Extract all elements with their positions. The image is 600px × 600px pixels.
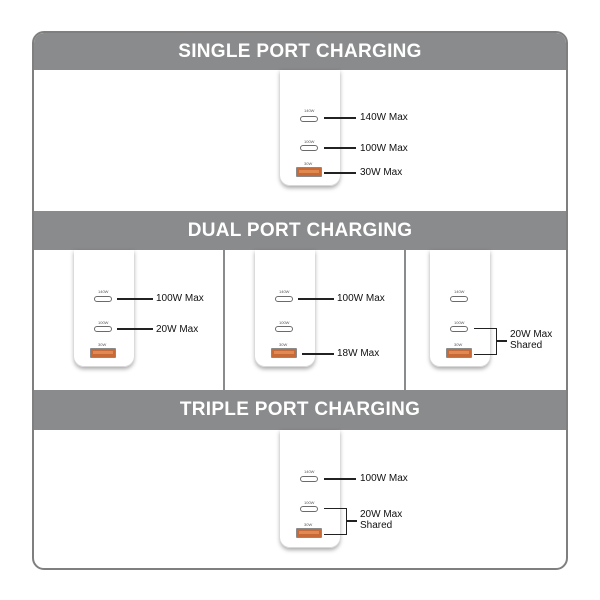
leader-line: [302, 353, 334, 355]
callout-100w-max: 100W Max: [360, 473, 408, 484]
dual-port-title: DUAL PORT CHARGING: [187, 220, 413, 241]
leader-line: [117, 328, 153, 330]
port-label-30w: 30W: [304, 522, 313, 527]
callout-shared: Shared: [510, 340, 543, 351]
leader-line: [324, 478, 356, 480]
triple-port-header: TRIPLE PORT CHARGING: [34, 390, 566, 430]
single-port-title: SINGLE PORT CHARGING: [178, 41, 422, 62]
leader-line: [324, 117, 356, 119]
port-label-140w: 140W: [98, 289, 109, 294]
usb-c-port-1: [300, 476, 318, 482]
charger-dual-middle: [255, 250, 315, 367]
port-label-100w: 100W: [279, 320, 290, 325]
callout-30w-max: 30W Max: [360, 167, 403, 178]
port-label-30w: 30W: [454, 342, 463, 347]
leader-line: [347, 520, 357, 522]
port-label-100w: 100W: [304, 139, 315, 144]
usb-c-port-2: [94, 326, 112, 332]
usb-a-port: [296, 167, 322, 177]
usb-c-port-1: [300, 116, 318, 122]
charger-single: [280, 70, 340, 186]
callout-shared: Shared: [360, 520, 393, 531]
usb-c-port-1: [450, 296, 468, 302]
callout-20w-max: 20W Max: [360, 509, 403, 520]
column-divider: [223, 250, 225, 390]
leader-line: [497, 340, 507, 342]
leader-line: [117, 298, 153, 300]
shared-bracket: [324, 508, 347, 535]
charger-dual-right: [430, 250, 490, 367]
usb-c-port-2: [450, 326, 468, 332]
usb-c-port-2: [300, 506, 318, 512]
leader-line: [324, 147, 356, 149]
usb-c-port-2: [275, 326, 293, 332]
callout-140w-max: 140W Max: [360, 112, 408, 123]
usb-c-port-1: [94, 296, 112, 302]
triple-port-title: TRIPLE PORT CHARGING: [179, 399, 421, 420]
shared-bracket: [474, 328, 497, 355]
column-divider: [404, 250, 406, 390]
callout-100w-max: 100W Max: [360, 143, 408, 154]
port-label-140w: 140W: [304, 469, 315, 474]
callout-20w-max: 20W Max: [510, 329, 553, 340]
callout-18w-max: 18W Max: [337, 348, 380, 359]
callout-100w-max: 100W Max: [156, 293, 204, 304]
usb-a-port: [90, 348, 116, 358]
port-label-100w: 100W: [304, 500, 315, 505]
usb-a-port: [446, 348, 472, 358]
leader-line: [324, 172, 356, 174]
usb-a-port: [296, 528, 322, 538]
single-port-header: SINGLE PORT CHARGING: [34, 33, 566, 70]
callout-20w-max-shared: 20W Max Shared: [360, 509, 402, 531]
callout-20w-max: 20W Max: [156, 324, 199, 335]
port-label-30w: 30W: [98, 342, 107, 347]
port-label-30w: 30W: [304, 161, 313, 166]
port-label-140w: 140W: [304, 108, 315, 113]
callout-20w-max-shared: 20W Max Shared: [510, 329, 552, 351]
callout-100w-max: 100W Max: [337, 293, 385, 304]
usb-a-port: [271, 348, 297, 358]
usb-c-port-2: [300, 145, 318, 151]
port-label-100w: 100W: [98, 320, 109, 325]
port-label-30w: 30W: [279, 342, 288, 347]
port-label-100w: 100W: [454, 320, 465, 325]
usb-c-port-1: [275, 296, 293, 302]
dual-port-header: DUAL PORT CHARGING: [34, 211, 566, 250]
infographic-frame: SINGLE PORT CHARGING 140W 100W 30W 140W …: [32, 31, 568, 570]
charger-dual-left: [74, 250, 134, 367]
port-label-140w: 140W: [454, 289, 465, 294]
leader-line: [298, 298, 334, 300]
port-label-140w: 140W: [279, 289, 290, 294]
